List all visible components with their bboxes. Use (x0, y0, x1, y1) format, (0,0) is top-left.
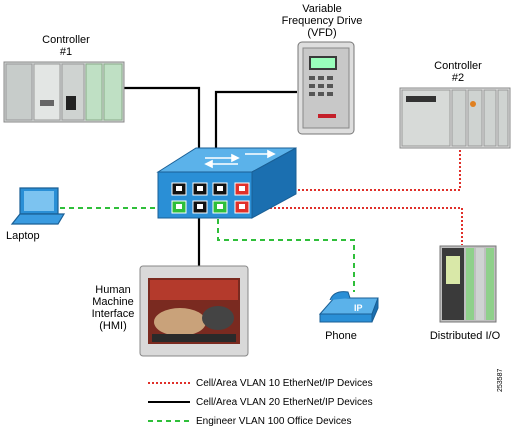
controller1-label-line1: Controller (42, 34, 90, 46)
legend-vlan10-label: Cell/Area VLAN 10 EtherNet/IP Devices (196, 378, 373, 389)
legend-vlan100-label: Engineer VLAN 100 Office Devices (196, 416, 352, 427)
controller2-label: Controller #2 (428, 60, 488, 84)
legend-vlan20-label: Cell/Area VLAN 20 EtherNet/IP Devices (196, 397, 373, 408)
distributed-io-label: Distributed I/O (429, 330, 501, 342)
hmi-label-line3: Interface (91, 308, 135, 320)
laptop-icon (10, 187, 66, 225)
laptop-label: Laptop (6, 230, 40, 242)
controller2-label-line2: #2 (451, 72, 465, 84)
hmi-icon (139, 265, 249, 357)
controller2-label-line1: Controller (434, 60, 482, 72)
phone-label: Phone (325, 330, 357, 342)
vfd-icon (297, 41, 355, 135)
vlan10-link-distributed-io (250, 207, 463, 245)
hmi-label-line1: Human (95, 284, 131, 296)
vfd-label-line3: (VFD) (307, 27, 337, 39)
controller1-icon (3, 61, 125, 123)
vfd-label-line2: Frequency Drive (281, 15, 363, 27)
phone-icon: IP (318, 291, 379, 323)
hmi-label-line2: Machine (92, 296, 134, 308)
figure-id: 253587 (497, 368, 504, 392)
hmi-label: Human Machine Interface (HMI) (86, 284, 140, 332)
hmi-label-line4: (HMI) (99, 320, 127, 332)
network-switch (156, 147, 297, 219)
controller1-label-line2: #1 (59, 46, 73, 58)
vfd-label: Variable Frequency Drive (VFD) (272, 3, 372, 39)
controller1-label: Controller #1 (36, 34, 96, 58)
vlan10-link-controller2 (250, 150, 461, 191)
controller2-icon (399, 87, 511, 149)
distributed-io-icon (439, 245, 497, 323)
vlan100-link-phone (217, 210, 355, 292)
svg-text:IP: IP (354, 303, 363, 313)
vfd-label-line1: Variable (302, 3, 342, 15)
